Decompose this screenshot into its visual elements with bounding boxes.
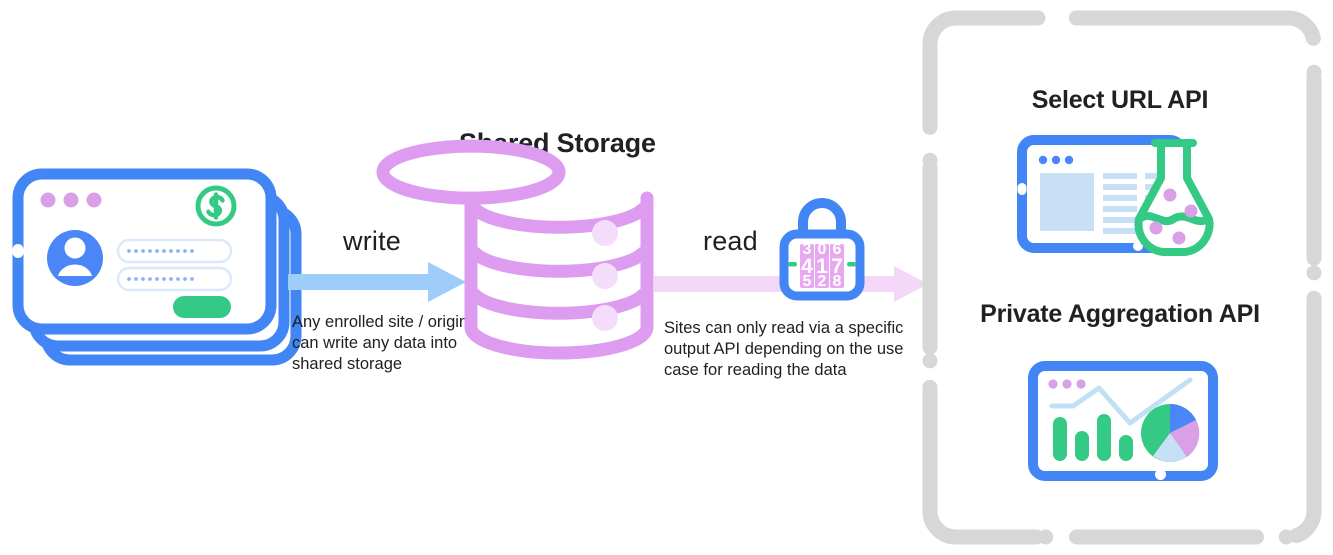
dashboard-charts-icon — [1027, 360, 1219, 482]
svg-text:7: 7 — [831, 255, 843, 278]
dollar-circle-icon — [195, 185, 237, 227]
enrolled-sites-cards — [8, 160, 308, 380]
line-series — [1049, 377, 1193, 426]
svg-text:6: 6 — [833, 241, 842, 258]
window-dots — [40, 192, 102, 208]
storage-tier-dots — [592, 220, 618, 331]
write-caption: Any enrolled site / origin can write any… — [292, 313, 469, 373]
svg-text:5: 5 — [803, 273, 812, 290]
svg-text:3: 3 — [803, 241, 812, 258]
pie-series — [1141, 403, 1200, 463]
database-cylinder-icon — [376, 139, 654, 360]
svg-text:8: 8 — [833, 273, 842, 290]
svg-text:4: 4 — [801, 255, 813, 278]
read-label: read — [703, 226, 758, 256]
green-pill-button[interactable] — [173, 296, 231, 318]
card-edge-notch — [12, 244, 24, 258]
window-dots — [1038, 155, 1074, 165]
window-dots — [1048, 379, 1086, 389]
flask-icon — [1134, 139, 1214, 256]
svg-text:2: 2 — [818, 273, 827, 290]
output-apis-panel — [918, 6, 1326, 549]
private-aggregation-api-title: Private Aggregation API — [980, 300, 1260, 328]
avatar — [47, 230, 103, 286]
bar-series — [1053, 414, 1133, 461]
panel-dashed-border — [922, 10, 1322, 545]
write-arrow — [288, 262, 466, 302]
write-label: write — [343, 226, 402, 256]
select-url-api-title: Select URL API — [1031, 86, 1209, 114]
svg-text:0: 0 — [818, 241, 827, 258]
browser-flask-icon — [1015, 133, 1230, 258]
login-field-1[interactable] — [116, 238, 233, 264]
site-cards-svg — [12, 168, 302, 366]
login-field-2[interactable] — [116, 266, 233, 292]
read-caption: Sites can only read via a specific outpu… — [664, 319, 904, 379]
svg-text:1: 1 — [816, 255, 828, 278]
